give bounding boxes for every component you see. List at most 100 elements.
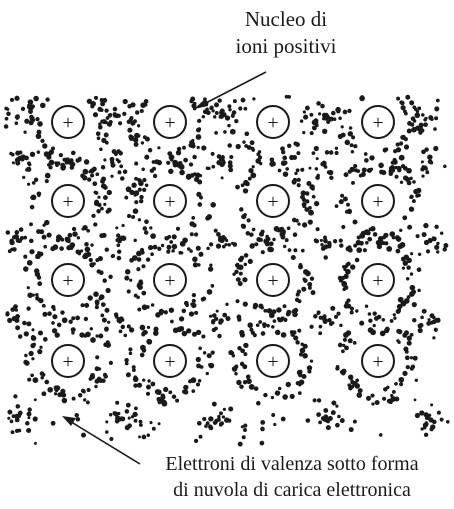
electron-dot: [100, 165, 106, 170]
electron-dot: [432, 315, 436, 320]
electron-dot: [117, 237, 123, 243]
electron-dot: [146, 433, 151, 437]
electron-dot: [95, 355, 100, 360]
electron-dot: [243, 428, 247, 432]
electron-dot: [36, 191, 42, 197]
electron-dot: [323, 417, 327, 421]
electron-dot: [117, 170, 122, 174]
electron-dot: [409, 284, 416, 291]
electron-dot: [196, 420, 202, 426]
electron-dot: [136, 257, 142, 262]
electron-dot: [311, 194, 316, 199]
electron-dot: [326, 420, 330, 424]
electron-dot: [309, 112, 314, 117]
electron-dot: [429, 427, 434, 432]
electron-dot: [27, 416, 31, 420]
electron-dot: [356, 235, 361, 240]
electron-dot: [307, 282, 313, 287]
electron-dot: [315, 227, 320, 232]
electron-dot: [266, 323, 270, 328]
electron-dot: [309, 324, 314, 329]
electron-dot: [5, 312, 10, 317]
electron-dot: [369, 167, 374, 171]
electron-dot: [214, 316, 219, 322]
electron-dot: [46, 232, 52, 238]
electron-dot: [344, 345, 349, 351]
electron-dot: [237, 281, 243, 287]
electron-dot: [290, 254, 296, 261]
electron-dot: [237, 441, 243, 447]
electron-dot: [249, 232, 254, 237]
electron-dot: [98, 122, 102, 126]
electron-dot: [115, 158, 119, 162]
electron-dot: [37, 349, 43, 355]
electron-dot: [378, 162, 384, 169]
electron-dot: [283, 160, 287, 165]
electron-dot: [138, 180, 144, 187]
electron-dot: [107, 320, 111, 324]
electron-dot: [62, 157, 67, 162]
electron-dot: [406, 265, 411, 270]
electron-dot: [424, 147, 429, 152]
electron-dot: [37, 281, 43, 287]
electron-dot: [126, 289, 131, 294]
electron-dot: [388, 171, 394, 177]
ion-circle: [51, 105, 85, 139]
electron-dot: [302, 130, 306, 135]
electron-dot: [298, 352, 303, 357]
electron-dot: [396, 303, 403, 310]
electron-dot: [345, 268, 351, 275]
electron-dot: [191, 103, 197, 109]
electron-dot: [11, 161, 15, 165]
electron-dot: [27, 407, 32, 412]
electron-dot: [88, 257, 93, 263]
electron-dot: [23, 235, 28, 240]
electron-dot: [44, 219, 50, 226]
electron-dot: [191, 216, 196, 220]
electron-dot: [406, 295, 411, 299]
electron-dot: [29, 222, 33, 227]
electron-dot: [222, 312, 228, 318]
electron-dot: [99, 108, 104, 112]
electron-dot: [335, 404, 339, 408]
electron-dot: [10, 430, 15, 435]
electron-dot: [93, 95, 99, 100]
electron-dot: [110, 174, 114, 178]
electron-dot: [277, 168, 282, 173]
electron-dot: [210, 202, 216, 208]
electron-dot: [230, 113, 235, 118]
electron-dot: [215, 243, 222, 249]
electron-dot: [296, 289, 302, 294]
electron-dot: [6, 111, 11, 117]
electron-dot: [103, 374, 108, 379]
electron-dot: [136, 382, 143, 388]
electron-dot: [282, 394, 288, 400]
positive-ion: +: [256, 184, 290, 218]
electron-dot: [104, 430, 109, 434]
electron-dot: [109, 436, 114, 442]
electron-dot: [183, 384, 189, 391]
electron-dot: [44, 172, 51, 179]
electron-dot: [99, 147, 103, 152]
electron-dot: [104, 247, 110, 252]
electron-dot: [402, 260, 408, 266]
electron-dot: [394, 165, 398, 170]
electron-dot: [300, 248, 305, 253]
electron-dot: [436, 410, 441, 415]
electron-dot: [246, 218, 251, 223]
electron-dot: [369, 155, 375, 161]
electron-dot: [350, 149, 355, 154]
electron-dot: [26, 428, 32, 433]
electron-dot: [427, 154, 433, 160]
electron-dot: [212, 115, 217, 119]
ion-circle: [256, 344, 290, 378]
electron-dot: [105, 209, 110, 214]
electron-dot: [311, 125, 317, 131]
electron-dot: [360, 171, 366, 177]
electron-dot: [139, 194, 144, 200]
electron-dot: [347, 338, 353, 344]
electron-dot: [394, 235, 400, 241]
electron-dot: [89, 327, 93, 331]
electron-dot: [42, 337, 48, 342]
electron-dot: [108, 274, 113, 280]
